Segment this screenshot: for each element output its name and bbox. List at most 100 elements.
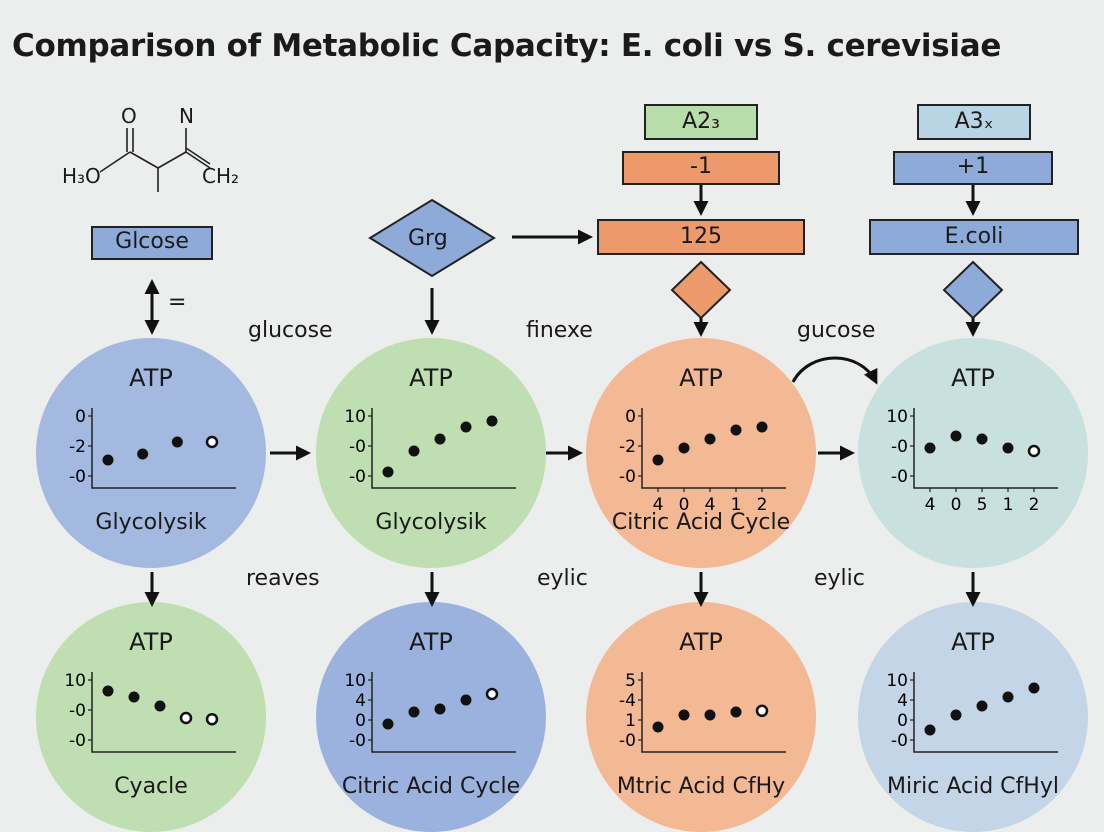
data-point [102,454,114,466]
y-tick-label: -0 [349,731,366,751]
data-point [460,421,472,433]
y-tick-label: -0 [349,467,366,487]
circle-title: ATP [129,364,173,392]
chart-axis [91,408,236,489]
molecule-n: N [179,104,194,128]
glcose-box: Glcose [91,226,213,260]
a3x-box: A3ₓ [917,104,1031,140]
data-point [460,694,472,706]
y-tick-label: 5 [625,671,636,691]
circle-label: Citric Acid Cycle [611,510,791,535]
mini-scatter-plot: 0 -2 -0 [69,407,236,489]
ecoli-box: E.coli [869,219,1079,255]
data-point [1002,442,1014,454]
data-point [950,709,962,721]
y-tick-label: 0 [75,407,86,427]
data-point [154,700,166,712]
data-point [704,433,716,445]
circle-title: ATP [129,628,173,656]
data-point [924,442,936,454]
y-tick-label: -0 [891,437,908,457]
chart-axis [371,408,516,489]
hollow-data-point [205,435,219,449]
chart-axis [641,672,786,753]
x-tick-label: 4 [653,495,664,515]
y-tick-label: 4 [355,691,366,711]
y-tick-label: -0 [891,731,908,751]
data-point [976,700,988,712]
hollow-data-point [1027,444,1041,458]
gucose-label: gucose [797,318,876,343]
data-point [976,433,988,445]
x-tick-label: 1 [1003,495,1014,515]
circle-label: Mtric Acid CfHy [616,774,786,799]
circle-label: Miric Acid CfHyl [887,774,1059,799]
plus1-box: +1 [893,151,1053,185]
mini-scatter-plot: 5-41-0 [619,671,786,753]
data-point [950,430,962,442]
data-point [102,685,114,697]
hollow-data-point [179,711,193,725]
minus1-box: -1 [622,151,780,185]
y-tick-label: -0 [891,467,908,487]
circle-title: ATP [951,364,995,392]
glucose-label: glucose [248,318,333,343]
data-point [924,724,936,736]
x-tick-label: 4 [925,495,936,515]
data-point [171,436,183,448]
chart-axis [641,408,786,489]
mini-scatter-plot: 10 -0 -0 [64,671,236,753]
y-tick-label: -2 [69,437,86,457]
circle-glycolysis-2 [316,338,546,568]
circle-citric-1 [586,338,816,568]
circle-label: Glycolysik [375,510,487,535]
x-tick-label: 4 [705,495,716,515]
data-point [137,448,149,460]
y-tick-label: -0 [69,731,86,751]
finexe-label: finexe [526,318,593,343]
y-tick-label: -0 [69,467,86,487]
data-point [730,424,742,436]
grg-label: Grg [408,226,448,251]
circle-mtric [586,602,816,832]
y-tick-label: 10 [344,407,366,427]
x-tick-label: 0 [951,495,962,515]
data-point [128,691,140,703]
y-tick-label: -2 [619,437,636,457]
data-point [704,709,716,721]
chart-axis [91,672,236,753]
data-point [652,721,664,733]
circle-title: ATP [409,364,453,392]
data-point [652,454,664,466]
circle-label: Cyacle [114,774,188,799]
data-point [408,445,420,457]
circle-title: ATP [409,628,453,656]
circle-title: ATP [951,628,995,656]
chart-axis [913,408,1058,489]
hollow-data-point [485,687,499,701]
data-point [756,421,768,433]
y-tick-label: -0 [619,731,636,751]
data-point [1028,682,1040,694]
circle-ecoli-1 [858,338,1088,568]
reaves-label: reaves [246,566,320,591]
y-tick-label: 4 [897,691,908,711]
eylic-label-2: eylic [814,566,865,591]
y-tick-label: -0 [69,701,86,721]
y-tick-label: 10 [64,671,86,691]
data-point [730,706,742,718]
y-tick-label: -4 [619,691,636,711]
x-tick-label: 1 [731,495,742,515]
eylic-label-1: eylic [537,566,588,591]
circle-title: ATP [679,364,723,392]
data-point [408,706,420,718]
circle-glycolysis-1 [36,338,266,568]
